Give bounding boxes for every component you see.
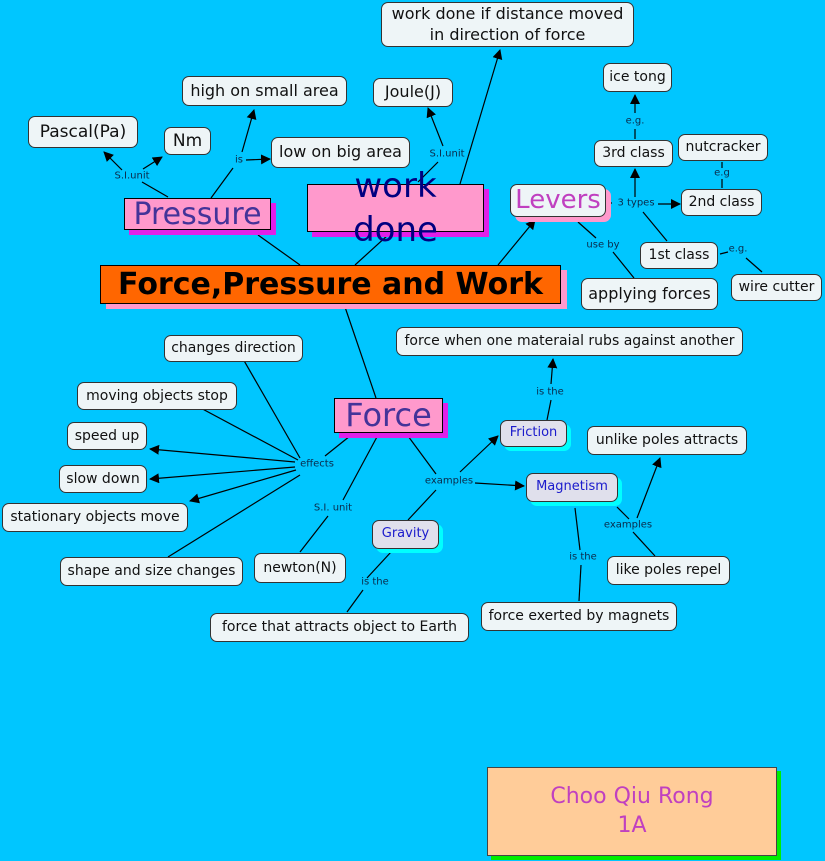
link-label: examples (603, 519, 653, 531)
concept-newton[interactable]: newton(N) (254, 553, 346, 583)
concept-gravity[interactable]: Gravity (372, 520, 439, 549)
concept-pressure[interactable]: Pressure (124, 197, 271, 232)
concept-moving-objects-stop[interactable]: moving objects stop (77, 382, 237, 410)
concept-applying-forces[interactable]: applying forces (581, 278, 718, 310)
concept-ice-tong[interactable]: ice tong (603, 63, 672, 92)
main-topic[interactable]: Force,Pressure and Work (100, 265, 561, 304)
link-label: 3 types (617, 197, 655, 209)
concept-like-poles[interactable]: like poles repel (607, 556, 730, 585)
link-label: is the (361, 576, 389, 588)
concept-unlike-poles[interactable]: unlike poles attracts (587, 426, 747, 455)
author-class: 1A (617, 812, 647, 838)
concept-slow-down[interactable]: slow down (59, 465, 147, 493)
concept-friction-definition[interactable]: force when one materaial rubs against an… (396, 327, 743, 356)
concept-3rd-class[interactable]: 3rd class (594, 140, 673, 167)
link-label: is the (569, 551, 597, 563)
concept-high-small-area[interactable]: high on small area (182, 76, 347, 106)
link-label: use by (586, 239, 620, 251)
concept-friction[interactable]: Friction (500, 420, 567, 447)
link-label: e.g. (625, 115, 645, 127)
concept-1st-class[interactable]: 1st class (640, 242, 718, 269)
concept-speed-up[interactable]: speed up (67, 422, 147, 450)
link-label: S.I. unit (313, 502, 353, 514)
concept-wire-cutter[interactable]: wire cutter (731, 274, 822, 301)
concept-nm[interactable]: Nm (164, 127, 211, 155)
concept-2nd-class[interactable]: 2nd class (681, 189, 762, 216)
link-label: is (235, 154, 243, 166)
concept-low-big-area[interactable]: low on big area (271, 137, 410, 168)
link-label: S.I.unit (429, 148, 465, 160)
concept-joule[interactable]: Joule(J) (373, 78, 453, 107)
concept-work-definition[interactable]: work done if distance moved in direction… (381, 2, 634, 47)
link-label: effects (300, 458, 334, 470)
concept-gravity-definition[interactable]: force that attracts object to Earth (210, 613, 469, 642)
link-label: e.g (714, 167, 730, 179)
concept-stationary-objects-move[interactable]: stationary objects move (2, 503, 188, 532)
concept-changes-direction[interactable]: changes direction (164, 335, 303, 362)
link-label: is the (536, 386, 564, 398)
concept-force[interactable]: Force (334, 396, 443, 434)
author-box: Choo Qiu Rong 1A (487, 767, 777, 856)
concept-nutcracker[interactable]: nutcracker (678, 134, 768, 161)
concept-magnetism[interactable]: Magnetism (526, 473, 618, 502)
author-name: Choo Qiu Rong (550, 783, 714, 809)
concept-work-done[interactable]: work done (307, 166, 484, 250)
concept-shape-size-changes[interactable]: shape and size changes (60, 557, 243, 586)
concept-levers[interactable]: Levers (510, 184, 606, 217)
concept-magnet-definition[interactable]: force exerted by magnets (481, 602, 677, 631)
link-label: e.g. (728, 243, 748, 255)
link-label: S.I.unit (114, 170, 150, 182)
concept-pascal[interactable]: Pascal(Pa) (28, 116, 138, 148)
link-label: examples (424, 475, 474, 487)
